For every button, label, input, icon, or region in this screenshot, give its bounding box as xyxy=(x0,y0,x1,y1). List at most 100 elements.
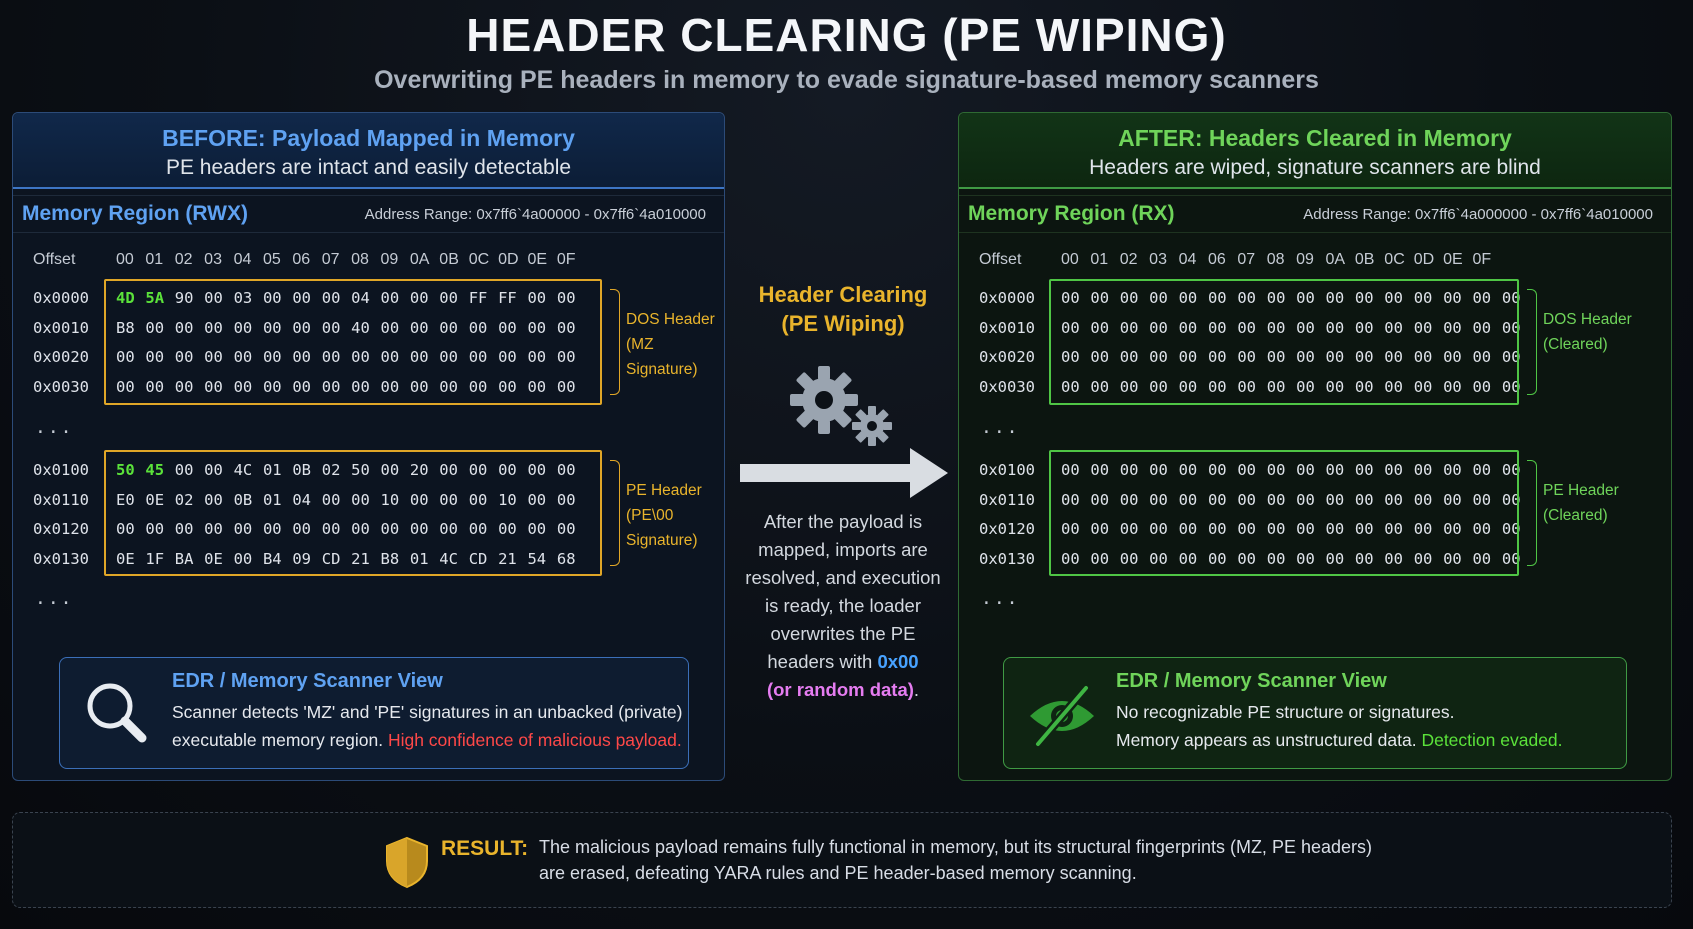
hex-byte: 00 xyxy=(1296,490,1315,509)
hex-byte: 00 xyxy=(468,461,488,479)
before-scanner-view: EDR / Memory Scanner View Scanner detect… xyxy=(59,657,689,769)
column-label: 06 xyxy=(292,251,311,268)
hex-byte: 00 xyxy=(498,520,517,538)
hex-byte: 04 xyxy=(292,490,312,509)
hex-byte: 00 xyxy=(439,461,458,479)
hex-byte: 10 xyxy=(380,490,400,509)
hex-byte: 00 xyxy=(1061,490,1080,509)
hex-byte: 00 xyxy=(1178,348,1198,366)
before-address-range: Address Range: 0x7ff6`4a00000 - 0x7ff6`4… xyxy=(364,206,706,223)
column-label: 09 xyxy=(380,251,399,268)
hex-byte: 00 xyxy=(1061,318,1080,337)
column-label: 0C xyxy=(1384,251,1405,268)
hex-byte: 00 xyxy=(409,289,429,307)
hex-byte: 00 xyxy=(145,318,165,337)
hex-byte: 00 xyxy=(1061,348,1080,366)
page-title: HEADER CLEARING (PE WIPING) xyxy=(466,9,1227,61)
hex-byte: 00 xyxy=(1384,549,1403,568)
hex-offset: 0x0010 xyxy=(979,318,1035,337)
after-scanner-view: EDR / Memory Scanner View No recognizabl… xyxy=(1003,657,1627,769)
hex-byte: 00 xyxy=(1472,377,1492,396)
hex-byte: 00 xyxy=(1325,318,1345,337)
hex-byte: 00 xyxy=(439,318,458,337)
hex-byte: 00 xyxy=(1384,377,1403,396)
center-title: Header Clearing (PE Wiping) xyxy=(738,280,948,338)
column-label: 02 xyxy=(1119,251,1138,268)
hex-byte: 00 xyxy=(1061,549,1080,568)
hex-byte: 00 xyxy=(1207,520,1227,538)
hex-byte: 00 xyxy=(1354,490,1374,509)
hex-byte: 00 xyxy=(145,377,165,396)
hex-byte: 00 xyxy=(527,461,547,479)
hex-byte: 00 xyxy=(1296,377,1315,396)
hex-byte: 00 xyxy=(409,348,429,366)
hex-byte: 4C xyxy=(439,549,458,568)
magnifier-icon xyxy=(87,683,147,743)
column-label: 03 xyxy=(1149,251,1167,268)
eye-slash-icon xyxy=(1030,683,1094,749)
hex-byte: 09 xyxy=(292,549,312,568)
center-text-line: is ready, the loader xyxy=(765,595,921,616)
hex-byte: 00 xyxy=(439,490,458,509)
hex-byte: 00 xyxy=(1501,289,1521,307)
hex-byte: 00 xyxy=(1354,318,1374,337)
dos-header-box xyxy=(1049,279,1519,405)
hex-byte: 00 xyxy=(1266,377,1286,396)
hex-byte: 00 xyxy=(1296,289,1315,307)
column-label: 01 xyxy=(1090,251,1109,268)
center-text-line: mapped, imports are xyxy=(758,539,928,560)
hex-byte: B4 xyxy=(262,549,282,568)
hex-byte: 68 xyxy=(556,549,576,568)
hex-byte: 00 xyxy=(1443,289,1462,307)
hex-byte: 00 xyxy=(233,520,253,538)
hex-byte: 00 xyxy=(262,377,282,396)
hex-byte: 21 xyxy=(351,549,370,568)
hex-byte: 00 xyxy=(1443,490,1462,509)
hex-byte: 00 xyxy=(380,461,400,479)
column-label: 06 xyxy=(1207,251,1226,268)
hex-byte: 00 xyxy=(1354,461,1374,479)
hex-byte: 00 xyxy=(262,318,282,337)
hex-byte: 00 xyxy=(1237,289,1257,307)
before-heading: BEFORE: Payload Mapped in Memory xyxy=(162,125,575,151)
hex-byte: 00 xyxy=(174,377,194,396)
dos-header-label: DOS Header(MZ Signature) xyxy=(626,307,724,382)
hex-byte: FF xyxy=(498,289,517,307)
hex-byte: 00 xyxy=(409,490,429,509)
hex-byte: 00 xyxy=(1296,549,1315,568)
hex-byte: 00 xyxy=(1384,490,1403,509)
hex-byte: 00 xyxy=(233,549,253,568)
hex-byte: 1F xyxy=(145,549,165,568)
column-label: 0A xyxy=(409,251,430,268)
hex-byte: 00 xyxy=(527,318,547,337)
hex-byte: 00 xyxy=(380,318,400,337)
hex-byte: 00 xyxy=(527,348,547,366)
header-label-line1: DOS Header xyxy=(1543,311,1632,328)
hex-byte: CD xyxy=(468,549,488,568)
hex-byte: 00 xyxy=(1207,318,1227,337)
hex-byte: 00 xyxy=(321,289,341,307)
hex-byte: 00 xyxy=(1354,289,1374,307)
header-label-line1: DOS Header xyxy=(626,311,715,328)
column-label: 01 xyxy=(145,251,164,268)
hex-byte: 00 xyxy=(1354,377,1374,396)
hex-byte: 00 xyxy=(1149,520,1168,538)
hex-byte: 00 xyxy=(1354,520,1374,538)
hex-byte: 00 xyxy=(380,377,400,396)
hex-byte: 00 xyxy=(1266,348,1286,366)
header-brace xyxy=(1527,289,1537,395)
hex-byte: 50 xyxy=(351,461,370,479)
hex-byte: E0 xyxy=(116,490,135,509)
hex-byte: 00 xyxy=(174,461,194,479)
hex-byte: 00 xyxy=(204,520,223,538)
